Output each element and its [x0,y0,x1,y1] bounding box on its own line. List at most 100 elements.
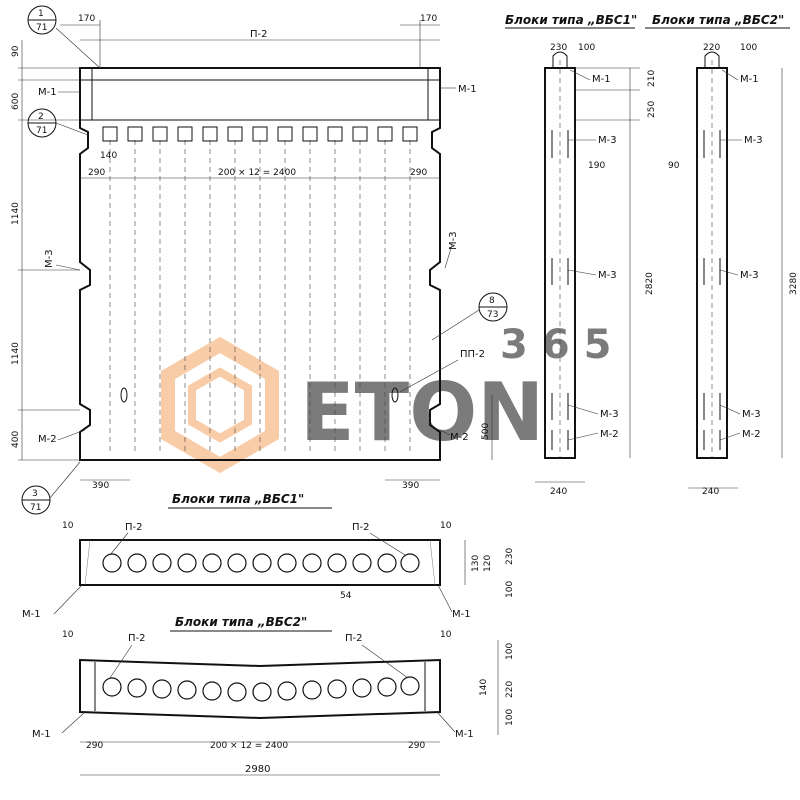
dim-400-left: 400 [11,431,21,448]
m1-vbs1: М-1 [592,74,611,85]
dim-290-main-right: 290 [410,168,427,178]
watermark-hexagon-inner-icon [188,367,252,443]
m2-main-right: М-2 [450,432,469,443]
m2-vbs2: М-2 [742,429,761,440]
dim-170-right: 170 [420,14,437,24]
title-vbs2-side: Блоки типа „ВБС2" [652,13,784,27]
m2-vbs1: М-2 [600,429,619,440]
dim-290-main-left: 290 [88,168,105,178]
callout-8-73: 8 73 [431,292,508,341]
dim-220-vbs2: 220 [703,43,720,53]
dim-10-vbs1-left: 10 [62,521,74,531]
dim-390-left: 390 [92,481,109,491]
callout-3-71: 3 71 [21,461,81,515]
lift-loop-right [391,387,399,403]
dim-100-vbs2: 100 [740,43,757,53]
dim-54-vbs1: 54 [340,591,352,601]
dim-140-vbs2-plan: 140 [479,679,489,696]
m3-vbs1-lower: М-3 [600,409,619,420]
pp2-label: ПП-2 [460,349,485,360]
m3-vbs2-lower: М-3 [742,409,761,420]
dim-230-vbs1: 230 [550,43,567,53]
m1-vbs1-plan-right: М-1 [452,609,471,620]
callout-3-bottom: 71 [30,503,41,513]
callout-2-bottom: 71 [36,126,47,136]
watermark-brand: ETON [300,366,544,459]
dim-100-vbs1-plan: 100 [505,581,515,598]
m3-main-right: М-3 [448,231,459,250]
watermark: ETON 365 [161,322,626,474]
plan-vbs1: Блоки типа „ВБС1" П-2 П-2 10 10 М-1 М-1 [22,492,515,620]
callout-8-bottom: 73 [487,310,498,320]
dim-10-vbs2-left: 10 [62,630,74,640]
m1-main-top-right: М-1 [458,84,477,95]
plan-vbs2-holes [102,676,420,702]
p2-vbs2-plan-left: П-2 [128,633,146,644]
callout-1-71: 1 71 [27,5,101,69]
dim-130-vbs1: 130 [471,555,481,572]
dim-120-vbs1: 120 [483,555,493,572]
p2-top-label: П-2 [250,29,268,40]
dim-100-vbs1: 100 [578,43,595,53]
watermark-number: 365 [500,322,626,368]
dim-90-left: 90 [11,45,21,57]
side-section-vbs2: Блоки типа „ВБС2" 220 100 М-1 М-3 90 М-3… [645,13,799,497]
dim-210-vbs1: 210 [647,70,657,87]
dim-600-left: 600 [11,93,21,110]
dim-500-right: 500 [481,423,491,440]
plan-vbs1-holes [102,553,420,573]
callout-2-top: 2 [38,112,44,122]
m1-vbs2-plan-left: М-1 [32,729,51,740]
m3-vbs1-mid: М-3 [598,270,617,281]
title-vbs2-plan: Блоки типа „ВБС2" [175,615,307,629]
m1-vbs2: М-1 [740,74,759,85]
m1-main-top-left: М-1 [38,87,57,98]
dim-100-vbs2-plan-top: 100 [505,643,515,660]
dim-230-vbs1-plan: 230 [505,548,515,565]
dim-200x12-vbs2: 200 × 12 = 2400 [210,741,288,751]
square-openings [102,126,418,142]
m3-main-left: М-3 [44,249,55,268]
m1-vbs2-plan-right: М-1 [455,729,474,740]
dim-200x12-main: 200 × 12 = 2400 [218,168,296,178]
m3-vbs2-upper: М-3 [744,135,763,146]
title-vbs1-plan: Блоки типа „ВБС1" [172,492,304,506]
callout-3-top: 3 [32,489,38,499]
dim-220-vbs2-plan: 220 [505,681,515,698]
dim-240-vbs2: 240 [702,487,719,497]
main-block-outline [79,67,441,461]
m2-main-left: М-2 [38,434,57,445]
p2-vbs2-plan-right: П-2 [345,633,363,644]
main-elevation: П-2 170 170 90 600 1140 1140 400 500 290… [11,14,493,491]
callout-2-71: 2 71 [27,108,89,138]
plan-vbs2: Блоки типа „ВБС2" П-2 П-2 10 10 М-1 М-1 [32,615,515,776]
dim-390-right: 390 [402,481,419,491]
dim-1140-upper: 1140 [11,202,21,225]
dim-3280-vbs2: 3280 [789,272,799,295]
plan-vbs2-outline [79,658,441,720]
dim-290-vbs2-left: 290 [86,741,103,751]
dim-2980: 2980 [245,764,270,775]
dim-10-vbs2-right: 10 [440,630,452,640]
watermark-hexagon-icon [161,336,279,474]
callout-1-bottom: 71 [36,23,47,33]
m3-vbs2-mid: М-3 [740,270,759,281]
dim-100-vbs2-plan-bottom: 100 [505,709,515,726]
channel-lines [109,140,411,455]
dim-90-vbs2: 90 [668,161,680,171]
dim-10-vbs1-right: 10 [440,521,452,531]
dim-190-vbs1: 190 [588,161,605,171]
dim-1140-lower: 1140 [11,342,21,365]
side-section-vbs1: Блоки типа „ВБС1" 230 100 М-1 М-3 190 М-… [505,13,657,497]
m1-vbs1-plan-left: М-1 [22,609,41,620]
dim-240-vbs1: 240 [550,487,567,497]
m3-vbs1-upper: М-3 [598,135,617,146]
dim-2820-vbs1: 2820 [645,272,655,295]
p2-vbs1-plan-left: П-2 [125,522,143,533]
title-vbs1-side: Блоки типа „ВБС1" [505,13,637,27]
dim-140-main: 140 [100,151,117,161]
callout-1-top: 1 [38,9,44,19]
dim-250-vbs1: 250 [647,101,657,118]
p2-vbs1-plan-right: П-2 [352,522,370,533]
